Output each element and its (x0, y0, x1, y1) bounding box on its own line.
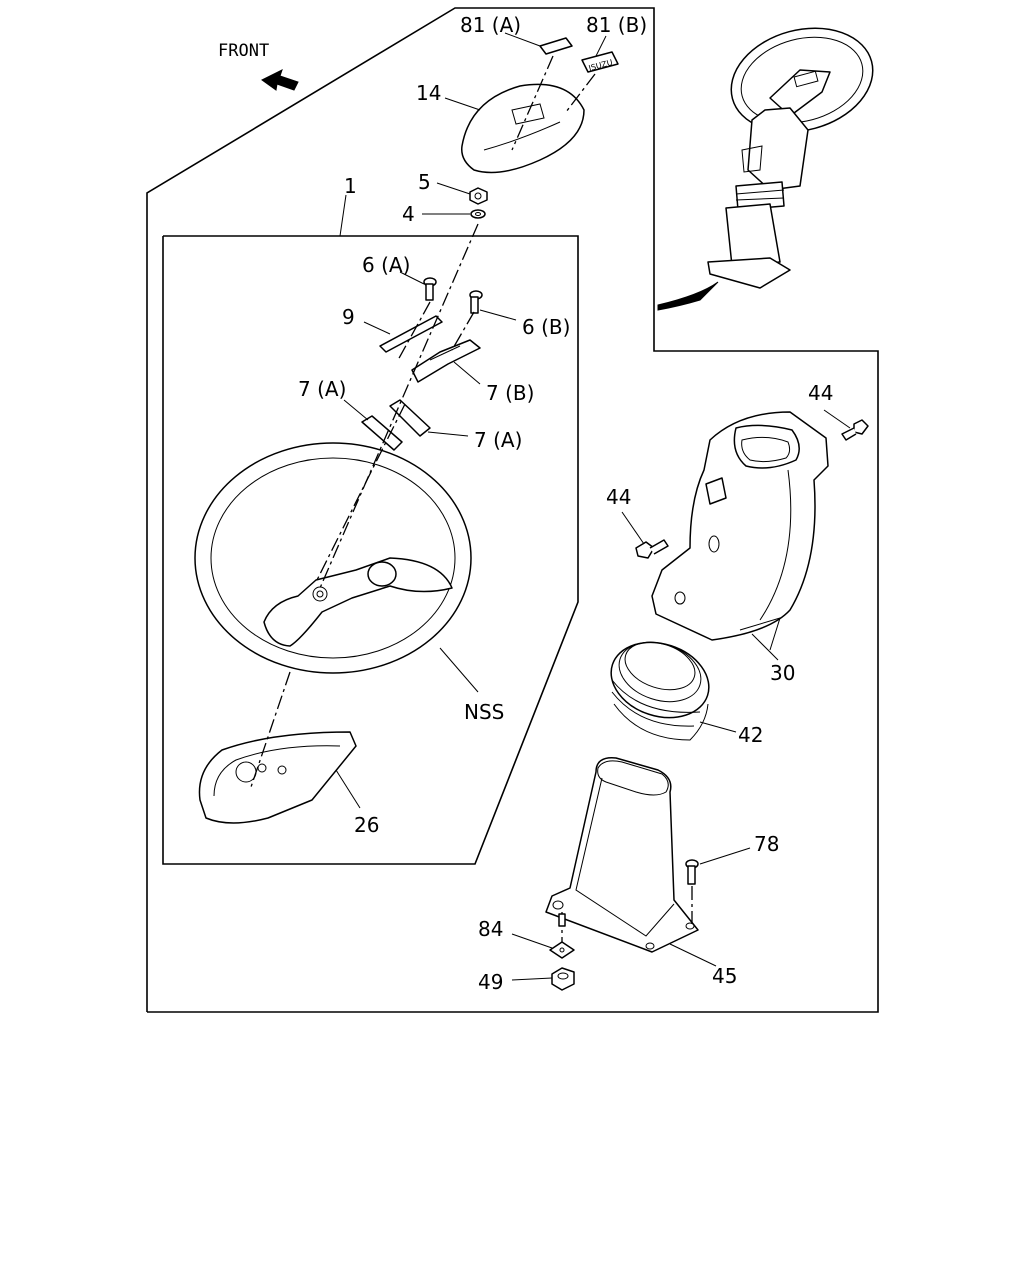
leader-line (444, 97, 481, 111)
leader-line (699, 847, 751, 865)
align-line (319, 223, 479, 589)
leader-line (339, 194, 347, 237)
callout-14: 14 (416, 81, 441, 105)
callout-45: 45 (712, 964, 737, 988)
callout-4: 4 (402, 202, 415, 226)
callout-1: 1 (344, 174, 357, 198)
leader-line (399, 271, 425, 285)
align-line (315, 403, 406, 583)
leader-line (363, 321, 391, 335)
leader-line (699, 721, 737, 733)
contact-7a-right (389, 399, 431, 437)
callout-5: 5 (418, 170, 431, 194)
leader-line (823, 409, 851, 429)
callout-7a-top: 7 (A) (298, 377, 346, 401)
callout-84: 84 (478, 917, 503, 941)
leader-line (511, 933, 553, 949)
contact-7b (411, 339, 481, 383)
inset-wheel-column (657, 27, 874, 311)
leader-line (343, 399, 369, 421)
callout-7a-right: 7 (A) (474, 428, 522, 452)
screw-78 (685, 859, 699, 924)
leader-line (504, 32, 541, 47)
leader-line (479, 309, 517, 321)
leader-line (511, 977, 553, 981)
screw-6b (469, 290, 483, 314)
leader-line (669, 943, 717, 967)
nut-5 (469, 187, 488, 205)
cover-26 (198, 731, 357, 824)
front-label: FRONT (218, 41, 269, 61)
leader-line (621, 511, 645, 545)
washer-84 (549, 912, 575, 959)
horn-pad-14 (461, 83, 585, 174)
leader-line (453, 361, 481, 385)
callout-78: 78 (754, 832, 779, 856)
align-line (397, 301, 431, 361)
horn-emblem-81b: ISUZU (581, 51, 619, 73)
steering-wheel-nss (194, 442, 472, 674)
screw-6a (423, 277, 437, 301)
front-arrow-icon (261, 69, 299, 91)
callout-6b: 6 (B) (522, 315, 570, 339)
leader-line (595, 35, 607, 57)
boot-42 (610, 641, 710, 741)
leader-line (439, 647, 479, 693)
callout-7b: 7 (B) (486, 381, 534, 405)
callout-9: 9 (342, 305, 355, 329)
callout-nss: NSS (464, 700, 504, 724)
align-line (249, 671, 291, 791)
assembly-box (162, 235, 579, 865)
callout-81a: 81 (A) (460, 13, 521, 37)
callout-42: 42 (738, 723, 763, 747)
column-tube-45 (545, 757, 699, 953)
bolt-44-left (635, 539, 669, 559)
callout-6a: 6 (A) (362, 253, 410, 277)
bolt-44-right (841, 419, 869, 441)
leader-line (751, 633, 779, 661)
callout-49: 49 (478, 970, 503, 994)
callout-44-left: 44 (606, 485, 631, 509)
leader-line (427, 431, 469, 437)
outer-boundary (146, 7, 879, 1013)
horn-button-81a (539, 37, 573, 55)
align-line (511, 55, 554, 151)
callout-30: 30 (770, 661, 795, 685)
nut-49 (551, 967, 575, 991)
callout-81b: 81 (B) (586, 13, 647, 37)
callout-26: 26 (354, 813, 379, 837)
align-line (565, 73, 596, 113)
leader-line (436, 182, 471, 195)
leader-line (335, 769, 361, 809)
align-line (451, 311, 475, 351)
callout-44-top: 44 (808, 381, 833, 405)
washer-4 (470, 209, 486, 219)
column-cover-30 (651, 411, 829, 651)
